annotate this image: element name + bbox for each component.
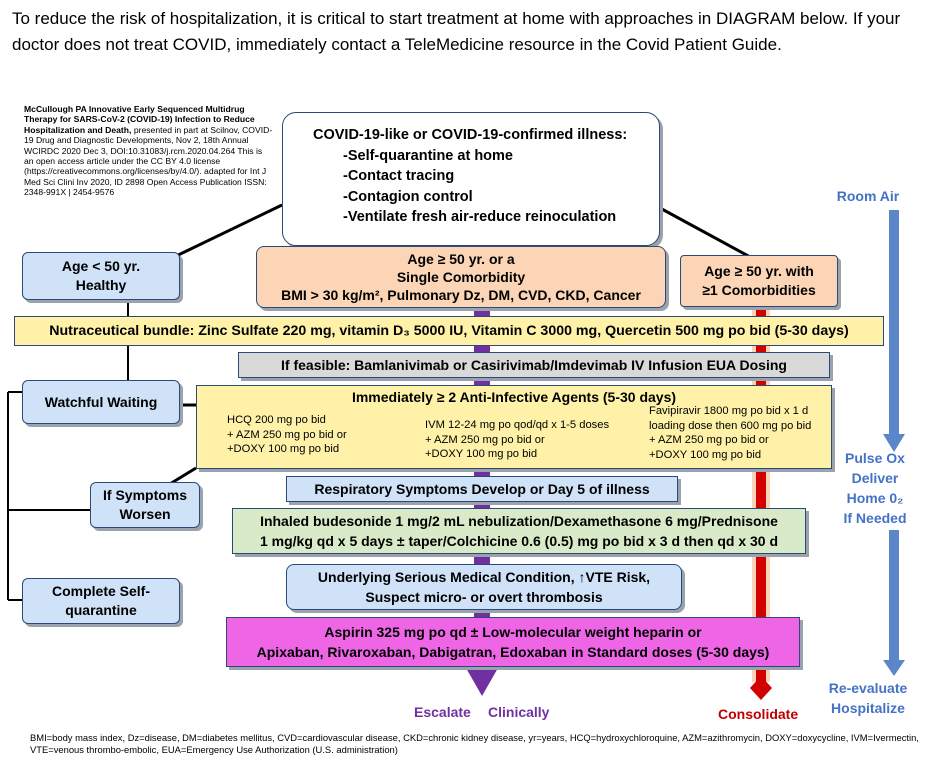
- if-symptoms-worsen-box: If Symptoms Worsen: [90, 482, 200, 528]
- steroids-box: Inhaled budesonide 1 mg/2 mL nebulizatio…: [232, 508, 806, 554]
- pulse-ox-arrow-shaft: [889, 530, 899, 664]
- room-air-label: Room Air: [836, 188, 900, 204]
- single-line-3: BMI > 30 kg/m², Pulmonary Dz, DM, CVD, C…: [281, 287, 641, 303]
- agents-col3-line-1: Favipiravir 1800 mg po bid x 1 d: [649, 405, 809, 417]
- clinically-label: Clinically: [488, 704, 550, 720]
- agents-col1-line-2: + AZM 250 mg po bid or: [227, 428, 347, 441]
- nutraceutical-bar: Nutraceutical bundle: Zinc Sulfate 220 m…: [14, 316, 884, 346]
- citation-title: McCullough PA Innovative Early Sequenced…: [24, 104, 255, 135]
- steroids-line-2: 1 mg/kg qd x 5 days ± taper/Colchicine 0…: [259, 533, 779, 549]
- intro-text: To reduce the risk of hospitalization, i…: [12, 9, 901, 54]
- reevaluate-line-2: Hospitalize: [831, 700, 905, 716]
- illness-line-3: -Contagion control: [343, 188, 473, 205]
- room-air-arrow-head: [883, 434, 905, 452]
- agents-title: Immediately ≥ 2 Anti-Infective Agents (5…: [351, 389, 677, 405]
- pulse-ox-line-1: Pulse Ox: [845, 450, 905, 466]
- multi-line-2: ≥1 Comorbidities: [702, 282, 816, 298]
- escalate-arrow-head: [466, 668, 498, 696]
- agents-col3-line-2: loading dose then 600 mg po bid: [649, 419, 812, 432]
- respiratory-bar: Respiratory Symptoms Develop or Day 5 of…: [286, 476, 678, 502]
- citation: McCullough PA Innovative Early Sequenced…: [24, 104, 274, 198]
- steroids-line-1: Inhaled budesonide 1 mg/2 mL nebulizatio…: [260, 513, 778, 529]
- pulse-ox-line-2: Deliver: [851, 470, 899, 486]
- single-line-2: Single Comorbidity: [396, 269, 526, 285]
- anticoag-line-2: Apixaban, Rivaroxaban, Dabigatran, Edoxa…: [256, 644, 770, 660]
- agents-col2-line-2: + AZM 250 mg po bid or: [425, 433, 545, 446]
- agents-col2-line-3: +DOXY 100 mg po bid: [425, 448, 538, 460]
- agents-col3-line-3: + AZM 250 mg po bid or: [649, 434, 769, 446]
- consolidate-label: Consolidate: [718, 706, 799, 722]
- anticoagulation-box: Aspirin 325 mg po qd ± Low-molecular wei…: [226, 617, 800, 667]
- agents-col3-line-4: +DOXY 100 mg po bid: [649, 448, 762, 461]
- multi-comorbidity-box: Age ≥ 50 yr. with ≥1 Comorbidities: [680, 255, 838, 307]
- agents-hcq-column: HCQ 200 mg po bid + AZM 250 mg po bid or…: [227, 413, 347, 457]
- agents-favipiravir-column: Favipiravir 1800 mg po bid x 1 d loading…: [649, 404, 811, 462]
- pulse-ox-label: Pulse Ox Deliver Home 0₂ If Needed: [832, 448, 918, 528]
- illness-line-4: -Ventilate fresh air-reduce reinoculatio…: [343, 209, 617, 225]
- single-line-1: Age ≥ 50 yr. or a: [407, 251, 515, 267]
- agents-col2-line-1: IVM 12-24 mg po qod/qd x 1-5 doses: [425, 419, 610, 431]
- agents-col1-line-3: +DOXY 100 mg po bid: [227, 443, 340, 455]
- illness-heading: COVID-19-like or COVID-19-confirmed illn…: [313, 127, 628, 143]
- illness-box: COVID-19-like or COVID-19-confirmed illn…: [282, 112, 660, 246]
- illness-line-1: -Self-quarantine at home: [343, 147, 513, 164]
- connector-multi: [659, 206, 753, 260]
- citation-body: presented in part at Scilnov, COVID-19 D…: [24, 124, 273, 198]
- single-comorbidity-box: Age ≥ 50 yr. or a Single Comorbidity BMI…: [256, 246, 666, 308]
- underlying-line-2: Suspect micro- or overt thrombosis: [365, 589, 603, 605]
- illness-line-2: -Contact tracing: [343, 168, 455, 184]
- agents-col1-line-1: HCQ 200 mg po bid: [227, 414, 326, 426]
- reevaluate-label: Re-evaluate Hospitalize: [818, 678, 918, 718]
- footnote: BMI=body mass index, Dz=disease, DM=diab…: [30, 732, 919, 755]
- anti-infective-box: Immediately ≥ 2 Anti-Infective Agents (5…: [196, 385, 832, 469]
- connector-healthy: [171, 203, 283, 260]
- pulse-ox-line-3: Home 0₂: [846, 490, 904, 506]
- anticoag-line-1: Aspirin 325 mg po qd ± Low-molecular wei…: [324, 624, 702, 640]
- consolidate-arrow-head: [750, 676, 772, 700]
- underlying-condition-box: Underlying Serious Medical Condition, ↑V…: [286, 564, 682, 610]
- age-under-50-box: Age < 50 yr. Healthy: [22, 252, 180, 300]
- multi-line-1: Age ≥ 50 yr. with: [704, 263, 814, 279]
- pulse-ox-line-4: If Needed: [843, 510, 907, 526]
- underlying-line-1: Underlying Serious Medical Condition, ↑V…: [317, 569, 651, 585]
- agents-ivm-column: IVM 12-24 mg po qod/qd x 1-5 doses + AZM…: [425, 418, 609, 462]
- escalate-label: Escalate: [414, 704, 471, 720]
- monoclonal-bar: If feasible: Bamlanivimab or Casirivimab…: [238, 352, 830, 378]
- room-air-arrow-shaft: [889, 210, 899, 438]
- pulse-ox-arrow-head: [883, 660, 905, 676]
- reevaluate-line-1: Re-evaluate: [828, 680, 908, 696]
- watchful-waiting-box: Watchful Waiting: [22, 380, 180, 424]
- complete-quarantine-box: Complete Self-quarantine: [22, 578, 180, 624]
